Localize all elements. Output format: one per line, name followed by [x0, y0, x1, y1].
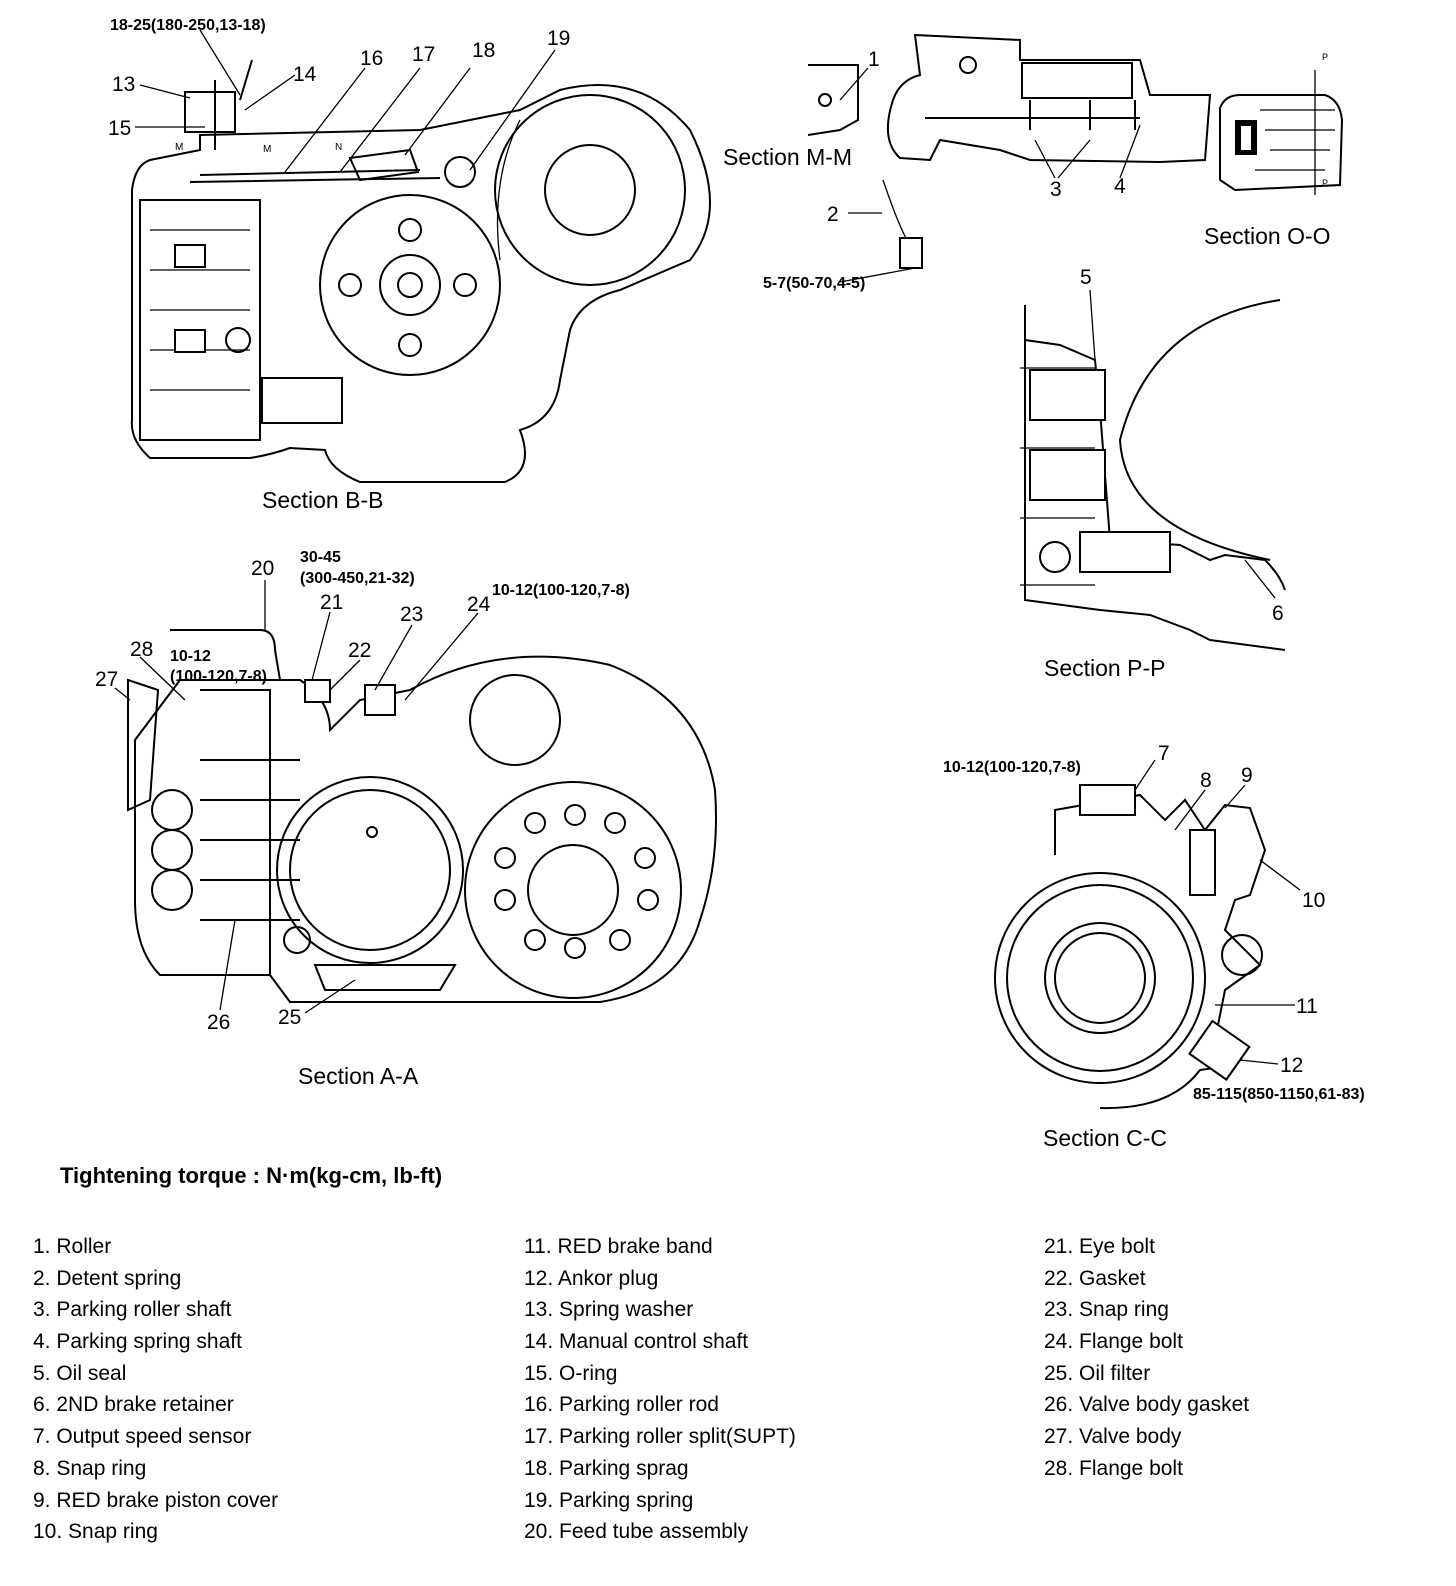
section-a-a-drawing: [127, 629, 717, 1003]
legend-item: 16. Parking roller rod: [524, 1393, 719, 1417]
section-a-a-label: Section A-A: [298, 1063, 419, 1089]
torque-unit-title: Tightening torque : N·m(kg-cm, lb-ft): [60, 1163, 443, 1188]
legend-item: 10. Snap ring: [33, 1520, 158, 1544]
torque-label-21-line1: 30-45: [300, 549, 341, 566]
legend-item: 8. Snap ring: [33, 1456, 147, 1480]
callout-8: 8: [1200, 769, 1212, 792]
legend-item: 28. Flange bolt: [1044, 1456, 1183, 1480]
section-mark-p-bottom: P: [1322, 178, 1328, 188]
callout-24: 24: [467, 593, 491, 616]
section-mark-m-left: M: [175, 142, 183, 153]
section-mark-m-right: M: [263, 144, 271, 155]
callout-26: 26: [207, 1011, 230, 1034]
torque-label-28-line2: (100-120,7-8): [170, 668, 267, 685]
legend-item: 25. Oil filter: [1044, 1361, 1151, 1385]
legend-item: 22. Gasket: [1044, 1266, 1146, 1290]
callout-19: 19: [547, 27, 570, 50]
section-b-b-drawing: [130, 59, 711, 483]
legend-item: 26. Valve body gasket: [1044, 1393, 1250, 1417]
legend-column-1: 1. Roller 2. Detent spring 3. Parking ro…: [33, 1231, 278, 1548]
callout-5: 5: [1080, 266, 1092, 289]
legend-item: 3. Parking roller shaft: [33, 1298, 232, 1322]
callout-14: 14: [293, 63, 317, 86]
section-c-c-drawing: [994, 784, 1267, 1110]
section-mark-p-top: P: [1322, 52, 1328, 62]
torque-label-2: 5-7(50-70,4-5): [763, 275, 865, 292]
callout-9: 9: [1241, 764, 1253, 787]
section-p-p-drawing: [1020, 299, 1286, 651]
section-c-c-label: Section C-C: [1043, 1125, 1167, 1151]
legend-column-3: 21. Eye bolt 22. Gasket 23. Snap ring 24…: [1044, 1231, 1249, 1485]
section-mark-n: N: [335, 142, 342, 153]
legend-item: 18. Parking sprag: [524, 1456, 689, 1480]
callout-12: 12: [1280, 1054, 1303, 1077]
callout-22: 22: [348, 639, 371, 662]
legend-item: 1. Roller: [33, 1235, 112, 1258]
callout-25: 25: [278, 1006, 301, 1029]
legend-item: 12. Ankor plug: [524, 1266, 659, 1290]
section-o-o-label: Section O-O: [1204, 223, 1331, 249]
torque-label-24: 10-12(100-120,7-8): [492, 582, 630, 599]
legend-item: 24. Flange bolt: [1044, 1330, 1183, 1354]
callout-3: 3: [1050, 178, 1062, 201]
callout-17: 17: [412, 43, 435, 66]
section-m-m-label: Section M-M: [723, 144, 852, 170]
legend-item: 7. Output speed sensor: [33, 1425, 252, 1449]
legend-column-2: 11. RED brake band 12. Ankor plug 13. Sp…: [524, 1231, 796, 1548]
callout-28: 28: [130, 638, 153, 661]
legend-item: 17. Parking roller split(SUPT): [524, 1425, 796, 1449]
legend-item: 5. Oil seal: [33, 1361, 127, 1385]
legend-item: 9. RED brake piston cover: [33, 1488, 279, 1512]
legend-item: 14. Manual control shaft: [524, 1330, 749, 1354]
section-b-b-label: Section B-B: [262, 487, 383, 513]
legend-item: 23. Snap ring: [1044, 1298, 1169, 1322]
callout-21: 21: [320, 591, 343, 614]
callout-2: 2: [827, 203, 839, 226]
legend-item: 27. Valve body: [1044, 1425, 1182, 1449]
callout-11: 11: [1296, 995, 1318, 1018]
callout-15: 15: [108, 117, 131, 140]
callout-4: 4: [1114, 175, 1126, 198]
callout-27: 27: [95, 668, 118, 691]
callout-13: 13: [112, 73, 135, 96]
legend-item: 20. Feed tube assembly: [524, 1520, 749, 1544]
callout-7: 7: [1158, 742, 1170, 765]
callout-20: 20: [251, 557, 274, 580]
callout-1: 1: [868, 48, 880, 71]
legend-item: 4. Parking spring shaft: [33, 1330, 242, 1354]
callout-23: 23: [400, 603, 423, 626]
section-p-p-label: Section P-P: [1044, 655, 1165, 681]
legend-item: 19. Parking spring: [524, 1488, 694, 1512]
torque-label-28-line1: 10-12: [170, 648, 211, 665]
legend-item: 13. Spring washer: [524, 1298, 694, 1322]
callout-10: 10: [1302, 889, 1325, 912]
legend-item: 6. 2ND brake retainer: [33, 1393, 234, 1417]
section-o-o-drawing: [1219, 70, 1344, 195]
leader-lines: [114, 29, 1301, 1065]
legend-item: 21. Eye bolt: [1044, 1235, 1155, 1258]
torque-label-7: 10-12(100-120,7-8): [943, 759, 1081, 776]
torque-label-13: 18-25(180-250,13-18): [110, 17, 266, 34]
legend-item: 15. O-ring: [524, 1361, 618, 1385]
section-m-m-drawing: [807, 33, 1212, 269]
callout-16: 16: [360, 47, 383, 70]
legend-item: 2. Detent spring: [33, 1266, 182, 1290]
callout-18: 18: [472, 39, 495, 62]
torque-label-21-line2: (300-450,21-32): [300, 570, 415, 587]
torque-label-12: 85-115(850-1150,61-83): [1193, 1086, 1365, 1103]
legend-item: 11. RED brake band: [524, 1235, 713, 1258]
callout-6: 6: [1272, 602, 1284, 625]
